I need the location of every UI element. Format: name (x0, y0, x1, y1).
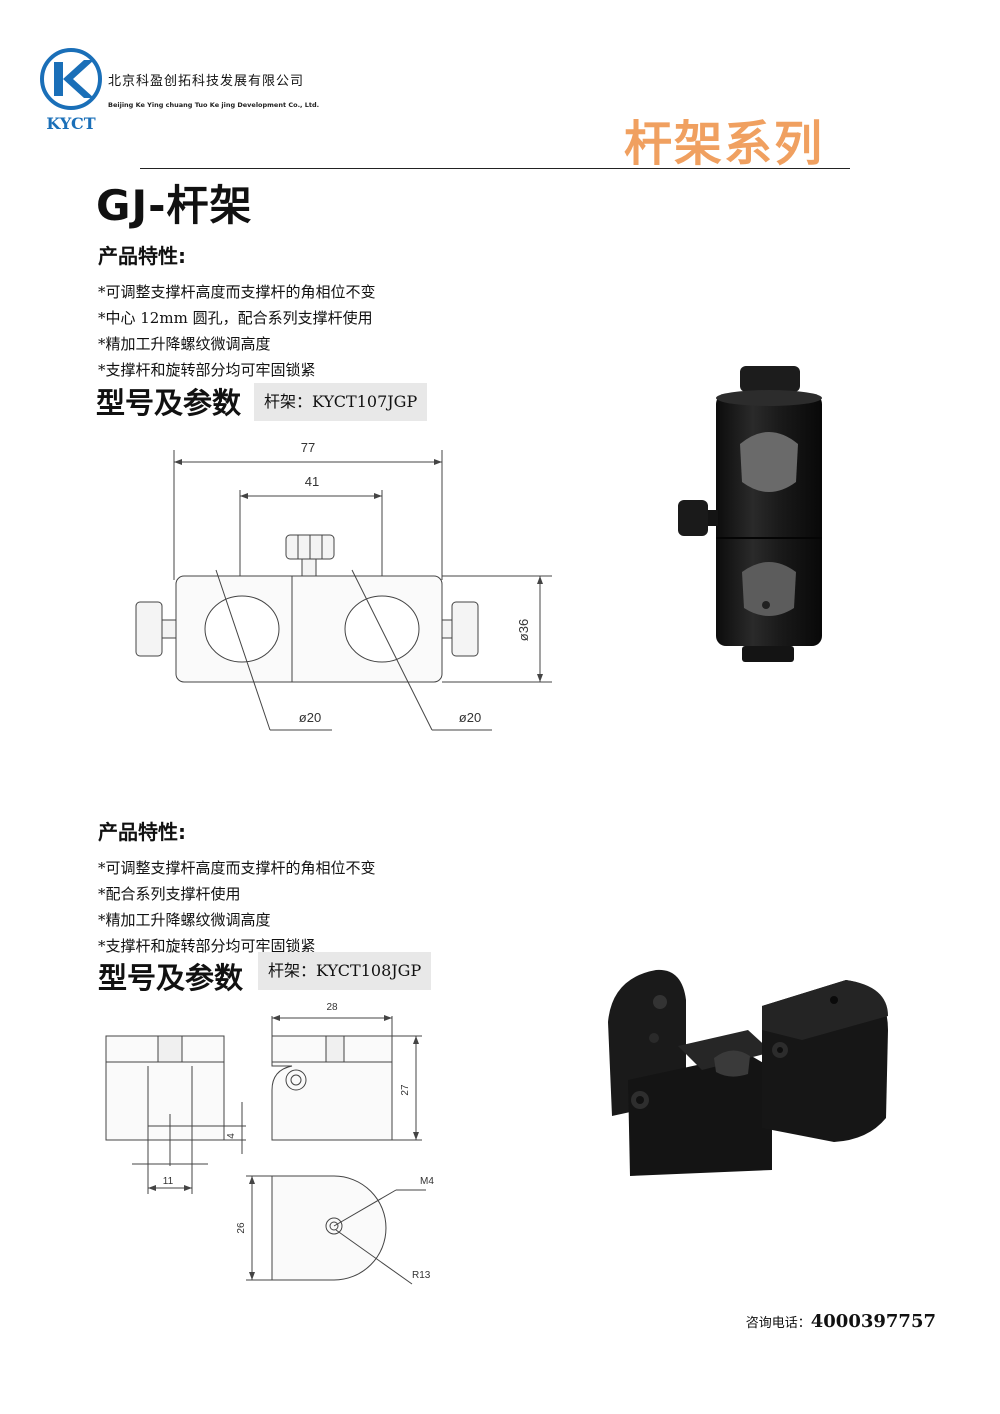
model-label-1: 杆架：KYCT107JGP (254, 383, 428, 421)
company-name-en: Beijing Ke Ying chuang Tuo Ke jing Devel… (108, 101, 320, 109)
feature-item: *配合系列支撑杆使用 (98, 885, 241, 903)
features-heading-2: 产品特性: (98, 820, 186, 844)
technical-drawing-2: 28 27 4 11 26 M4 R13 (105, 1002, 434, 1285)
dim-spacing-label: 41 (305, 474, 319, 489)
dim-height-label: ø36 (516, 619, 531, 641)
dim-height2-label: 27 (400, 1084, 411, 1096)
feature-item: *可调整支撑杆高度而支撑杆的角相位不变 (98, 283, 376, 301)
feature-item: *精加工升降螺纹微调高度 (98, 335, 271, 353)
contact-phone: 咨询电话：4000397757 (746, 1311, 936, 1332)
dim-depth-label: 26 (236, 1222, 247, 1234)
feature-item: *中心 12mm 圆孔，配合系列支撑杆使用 (98, 309, 373, 327)
dim-hole2-label: ø20 (459, 710, 481, 725)
feature-list-2: *可调整支撑杆高度而支撑杆的角相位不变 *配合系列支撑杆使用 *精加工升降螺纹微… (98, 855, 376, 959)
dim-offset-label: 11 (163, 1176, 174, 1187)
company-name-cn: 北京科盈创拓科技发展有限公司 (108, 74, 305, 89)
series-title: 杆架系列 (624, 116, 825, 172)
phone-number: 4000397757 (810, 1311, 936, 1332)
feature-item: *精加工升降螺纹微调高度 (98, 911, 271, 929)
feature-item: *可调整支撑杆高度而支撑杆的角相位不变 (98, 859, 376, 877)
model-label-2: 杆架：KYCT108JGP (258, 952, 432, 990)
page-title: GJ-杆架 (96, 181, 253, 230)
company-logo: KYCT (40, 48, 102, 133)
dim-thread-label: M4 (420, 1176, 434, 1187)
technical-drawing-1: 77 41 ø36 ø20 ø20 (135, 440, 552, 731)
model-heading-1: 型号及参数 (96, 386, 242, 420)
logo-text: KYCT (46, 114, 95, 133)
product-photo-2 (608, 969, 888, 1176)
feature-item: *支撑杆和旋转部分均可牢固锁紧 (98, 361, 316, 379)
dim-overall-label: 77 (301, 440, 315, 455)
features-heading-1: 产品特性: (98, 244, 186, 268)
model-heading-2: 型号及参数 (98, 961, 244, 995)
dim-radius-label: R13 (412, 1270, 431, 1281)
dim-slot-label: 4 (226, 1133, 237, 1139)
dim-width-label: 28 (326, 1002, 338, 1013)
header-divider (140, 168, 850, 169)
feature-list-1: *可调整支撑杆高度而支撑杆的角相位不变 *中心 12mm 圆孔，配合系列支撑杆使… (98, 279, 376, 383)
feature-item: *支撑杆和旋转部分均可牢固锁紧 (98, 937, 316, 955)
product-photo-1 (678, 366, 822, 662)
phone-label: 咨询电话： (745, 1316, 811, 1331)
dim-hole1-label: ø20 (299, 710, 321, 725)
